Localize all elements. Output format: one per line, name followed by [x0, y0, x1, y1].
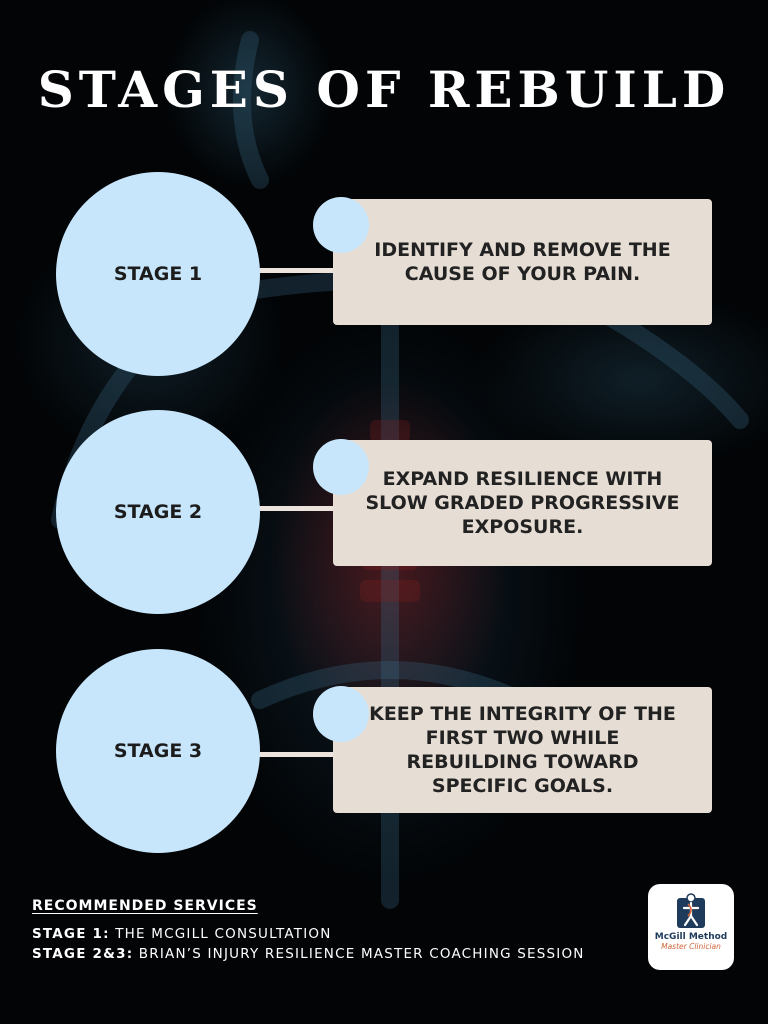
spine-figure-icon: [677, 893, 705, 928]
service-name: THE MCGILL CONSULTATION: [115, 926, 332, 942]
services-heading: RECOMMENDED SERVICES: [32, 898, 258, 914]
service-stage: STAGE 1:: [32, 926, 110, 942]
stage-3-description: KEEP THE INTEGRITY OF THE FIRST TWO WHIL…: [369, 703, 676, 797]
stage-2-connector: [258, 506, 334, 511]
stage-3-card: KEEP THE INTEGRITY OF THE FIRST TWO WHIL…: [333, 687, 712, 813]
stage-1-connector: [258, 268, 334, 273]
service-name: BRIAN’S INJURY RESILIENCE MASTER COACHIN…: [138, 946, 585, 962]
stage-2-circle: STAGE 2: [56, 410, 260, 614]
service-item: STAGE 1: THE MCGILL CONSULTATION: [32, 924, 585, 944]
mcgill-method-logo: McGill Method Master Clinician: [648, 884, 734, 970]
service-stage: STAGE 2&3:: [32, 946, 134, 962]
stage-3-connector: [258, 752, 334, 757]
stage-2-description: EXPAND RESILIENCE WITH SLOW GRADED PROGR…: [365, 468, 680, 538]
stage-3-dot: [313, 686, 369, 742]
stage-3-circle: STAGE 3: [56, 649, 260, 853]
logo-name: McGill Method: [654, 932, 728, 942]
service-item: STAGE 2&3: BRIAN’S INJURY RESILIENCE MAS…: [32, 944, 585, 964]
stage-1-dot: [313, 197, 369, 253]
logo-subtitle: Master Clinician: [661, 942, 721, 951]
recommended-services: RECOMMENDED SERVICES STAGE 1: THE MCGILL…: [32, 898, 585, 964]
stage-1-description: IDENTIFY AND REMOVE THE CAUSE OF YOUR PA…: [374, 239, 671, 285]
stage-2-dot: [313, 439, 369, 495]
stage-1-card: IDENTIFY AND REMOVE THE CAUSE OF YOUR PA…: [333, 199, 712, 325]
stage-1-circle: STAGE 1: [56, 172, 260, 376]
page-title: STAGES OF REBUILD: [37, 60, 731, 119]
stage-2-card: EXPAND RESILIENCE WITH SLOW GRADED PROGR…: [333, 440, 712, 566]
